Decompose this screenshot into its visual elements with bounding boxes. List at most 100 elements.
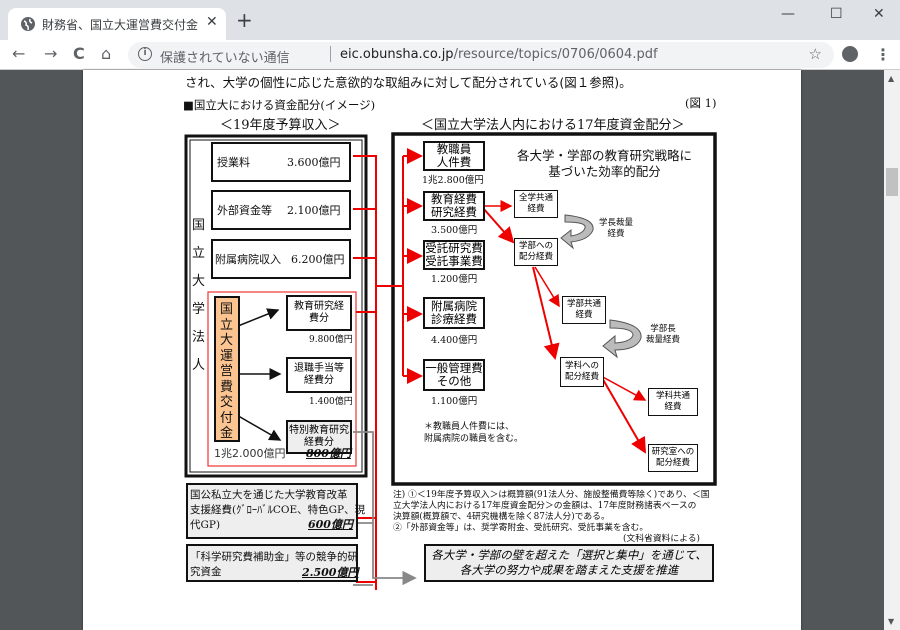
omnibox-separator (330, 46, 331, 62)
grant-total: 1兆2.000億円 (214, 447, 286, 460)
note-line: 注) ①＜19年度予算収入＞は概算額(91法人分、施設整備費等除く)であり、＜国 (393, 490, 710, 500)
flow-line: 学部への (518, 241, 553, 251)
alloc-value: 3.500億円 (431, 225, 478, 236)
dean-discretion-arrow (602, 319, 642, 359)
left-column-header: ＜19年度予算収入＞ (220, 118, 341, 133)
alloc-line: 受託事業費 (425, 254, 483, 268)
alloc-value: 1.100億円 (431, 396, 478, 407)
browser-menu-icon[interactable]: ⋮ (875, 45, 891, 64)
alloc-line: 受託研究費 (425, 241, 483, 255)
strategy-title-line: 各大学・学部の教育研究戦略に (517, 148, 693, 163)
faculty-allocation-box: 学部への配分経費 (514, 238, 558, 266)
scroll-up-icon[interactable]: ▲ (888, 74, 895, 83)
flow-line: 学部共通 (566, 299, 601, 309)
flow-line: 学長裁量 (599, 218, 634, 228)
security-label[interactable]: 保護されていない通信 (160, 51, 290, 66)
figure-title: ■国立大における資金配分(イメージ) (183, 98, 376, 112)
footnote-line: 附属病院の職員を含む。 (424, 434, 524, 444)
strategy-title: 各大学・学部の教育研究戦略に 基づいた効率的配分 (517, 148, 692, 180)
grant-item-label: 退職手当等経費分 (294, 363, 344, 386)
alloc-line: 一般管理費 (425, 361, 483, 375)
flow-line: 裁量経費 (646, 335, 681, 345)
maximize-button[interactable]: ☐ (830, 6, 843, 22)
info-icon[interactable]: i (138, 47, 152, 61)
income-value: 6.200億円 (291, 253, 345, 266)
alloc-line: 教育経費 (431, 192, 477, 206)
flow-line: 配分経費 (655, 458, 690, 468)
bookmark-star-icon[interactable]: ☆ (808, 45, 822, 63)
alloc-line: 研究経費 (431, 205, 477, 219)
faculty-common-box: 学部共通経費 (562, 296, 606, 324)
flow-line: 経費 (527, 204, 545, 214)
income-value: 3.600億円 (287, 156, 341, 169)
browser-tab[interactable]: 財務省、国立大運営費交付金を試 ✕ (8, 8, 226, 40)
url-text[interactable]: eic.obunsha.co.jp/resource/topics/0706/0… (340, 47, 658, 62)
diagram-connectors (184, 132, 717, 590)
flow-line: 経費 (664, 402, 682, 412)
dean-discretion-label: 学部長 裁量経費 (646, 324, 680, 346)
allocation-education-research: 教育経費研究経費 (423, 191, 485, 221)
flow-line: 経費 (575, 310, 593, 320)
alloc-line: 診療経費 (431, 312, 477, 326)
close-window-button[interactable]: ✕ (873, 6, 885, 22)
new-tab-button[interactable]: + (236, 8, 253, 32)
box-line: 究資金 (190, 566, 222, 578)
department-common-box: 学科共通経費 (648, 388, 698, 416)
flow-line: 学科への (564, 361, 599, 371)
address-bar[interactable]: i 保護されていない通信 eic.obunsha.co.jp/resource/… (128, 42, 834, 68)
flow-line: 研究室への (651, 447, 695, 457)
minimize-button[interactable]: — (781, 6, 795, 22)
globe-icon (21, 17, 35, 31)
browser-toolbar: ← → C ⌂ i 保護されていない通信 eic.obunsha.co.jp/r… (0, 40, 900, 70)
forward-button[interactable]: → (44, 44, 58, 63)
flow-line: 全学共通 (518, 193, 553, 203)
note-line: 立大学法人内における17年度資金配分＞の金額は、17年度財務諸表ベースの (393, 501, 697, 511)
income-label: 授業料 (217, 156, 250, 169)
grant-item-retirement: 退職手当等経費分 (286, 357, 352, 393)
scroll-thumb[interactable] (886, 168, 898, 196)
url-host: eic.obunsha.co.jp (340, 47, 454, 62)
right-column-header: ＜国立大学法人内における17年度資金配分＞ (421, 118, 685, 133)
vertical-scrollbar[interactable]: ▲ ▼ (884, 70, 900, 630)
grant-item-special: 特別教育研究経費分 (286, 420, 352, 454)
university-common-box: 全学共通経費 (514, 190, 558, 218)
profile-avatar-icon[interactable] (842, 46, 858, 62)
allocation-admin: 一般管理費その他 (423, 359, 485, 391)
back-button[interactable]: ← (12, 44, 26, 63)
income-value: 2.100億円 (287, 204, 341, 217)
tab-title: 財務省、国立大運営費交付金を試 (42, 18, 198, 32)
national-univ-corp-label: 国立大学法人 (192, 218, 206, 373)
allocation-personnel: 教職員人件費 (423, 141, 485, 171)
grant-item-label: 特別教育研究経費分 (289, 425, 349, 448)
flow-line: 配分経費 (518, 252, 553, 262)
grant-item-value: 9.800億円 (309, 335, 353, 345)
box-value: 2.500億円 (302, 566, 359, 579)
strategy-title-line: 基づいた効率的配分 (548, 164, 661, 179)
grant-item-education-research: 教育研究経費分 (286, 295, 352, 331)
figure-number: (図 1) (685, 96, 717, 110)
lab-allocation-box: 研究室への配分経費 (648, 444, 698, 472)
scroll-down-icon[interactable]: ▼ (888, 617, 895, 626)
alloc-value: 1兆2.800億円 (422, 175, 484, 186)
box-line: 国公私立大を通じた大学教育改革 (190, 489, 348, 501)
allocation-contract-research: 受託研究費受託事業費 (423, 240, 485, 270)
pdf-viewer: され、大学の個性に応じた意欲的な取組みに対して配分されている(図１参照)。 ■国… (0, 70, 884, 630)
reload-button[interactable]: C (73, 44, 85, 63)
close-tab-icon[interactable]: ✕ (206, 14, 218, 30)
home-button[interactable]: ⌂ (101, 44, 112, 63)
allocation-hospital: 附属病院診療経費 (423, 297, 485, 329)
alloc-line: 教職員 (436, 142, 472, 156)
income-label: 附属病院収入 (215, 253, 281, 266)
income-box-external: 外部資金等 2.100億円 (211, 190, 351, 230)
source-note: (文科省資料による) (623, 534, 700, 544)
grant-label: 国立大運営費交付金 (220, 302, 234, 441)
conclusion-line: 各大学・学部の壁を超えた「選択と集中」を通じて、 (431, 548, 707, 562)
flow-line: 学部長 (650, 324, 676, 334)
right-panel-border (391, 132, 717, 486)
box-line: 代GP) (190, 519, 221, 531)
grant-frame (207, 291, 357, 467)
alloc-value: 4.400億円 (431, 335, 478, 346)
flow-line: 配分経費 (564, 372, 599, 382)
note-line: 決算額(概算額で、4研究機構を除く87法人分)である。 (393, 512, 610, 522)
education-reform-box: 国公私立大を通じた大学教育改革 支援経費(ｸﾞﾛｰﾊﾞﾙCOE、特色GP、現 代… (186, 483, 365, 539)
